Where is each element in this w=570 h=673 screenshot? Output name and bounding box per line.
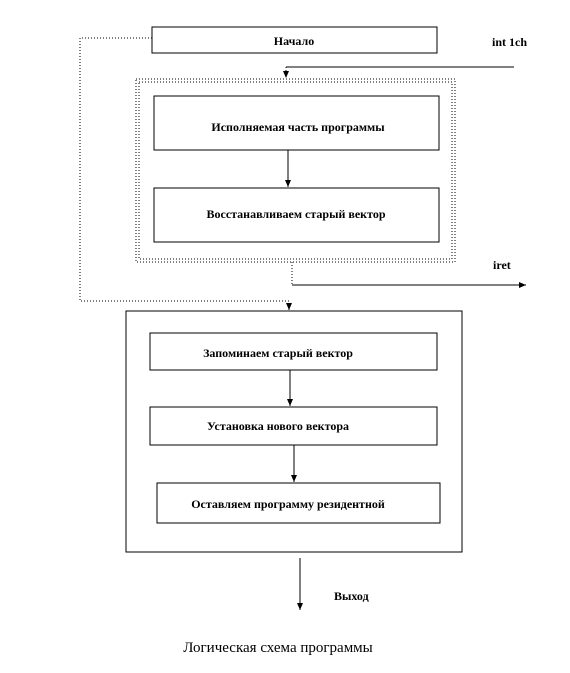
handler-step-1-box: [153, 95, 440, 151]
handler-step-2-label: Восстанавливаем старый вектор: [206, 207, 385, 221]
handler-step-2-box: [153, 187, 440, 243]
interrupt-return-label: iret: [493, 258, 511, 272]
handler-frame-inner: [138, 81, 453, 260]
handler-frame-outer: [135, 78, 456, 263]
start-box: [151, 26, 438, 54]
main-step-2-label: Установка нового вектора: [207, 419, 349, 433]
main-frame: [125, 310, 463, 553]
diagram-caption: Логическая схема программы: [183, 640, 373, 656]
main-step-2-box: [149, 406, 438, 446]
handler-step-1-label: Исполняемая часть программы: [211, 120, 385, 134]
exit-label: Выход: [334, 589, 369, 603]
start-label: Начало: [274, 34, 314, 48]
main-step-3-label: Оставляем программу резидентной: [191, 497, 385, 511]
main-step-1-box: [149, 332, 438, 371]
start-to-main-connector: [79, 37, 292, 310]
interrupt-in-label: int 1ch: [492, 35, 527, 49]
main-step-1-label: Запоминаем старый вектор: [203, 346, 353, 360]
main-step-3-box: [156, 482, 441, 524]
